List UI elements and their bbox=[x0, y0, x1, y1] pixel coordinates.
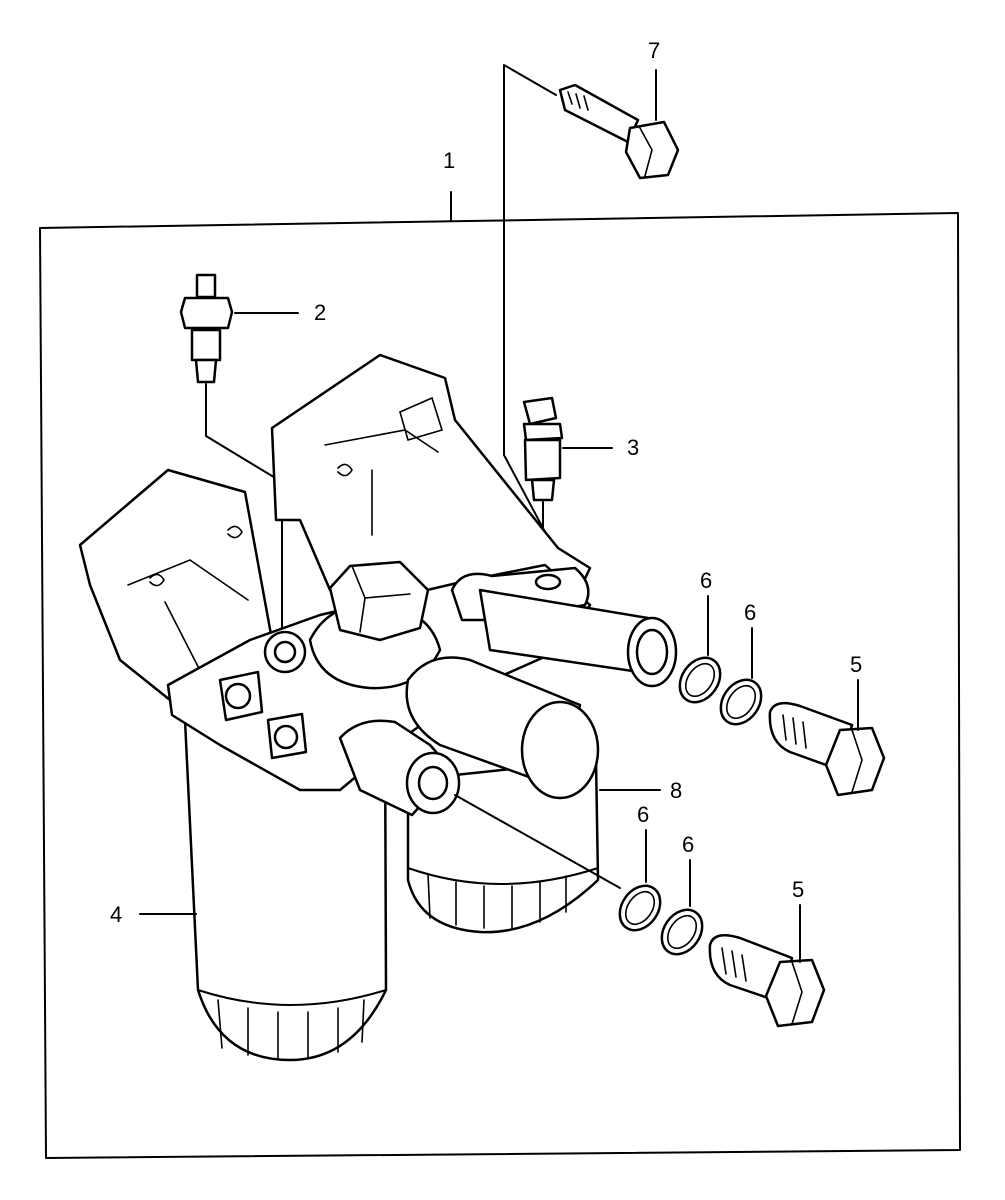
callout-6d: 6 bbox=[682, 832, 694, 857]
part-2-sensor bbox=[179, 273, 234, 384]
callout-3: 3 bbox=[627, 435, 639, 460]
part-6-washer-lower-2 bbox=[660, 908, 704, 956]
callout-6a: 6 bbox=[700, 568, 712, 593]
top-cap bbox=[308, 560, 442, 690]
callout-7: 7 bbox=[648, 38, 660, 63]
callout-6c: 6 bbox=[637, 802, 649, 827]
upper-outlet-tube bbox=[450, 566, 678, 688]
callout-4: 4 bbox=[110, 902, 122, 927]
leader-line-7-route bbox=[503, 64, 561, 561]
callout-5a: 5 bbox=[850, 652, 862, 677]
leader-line-2-route bbox=[205, 383, 283, 641]
part-3-bleeder bbox=[522, 396, 564, 502]
side-ports bbox=[218, 630, 308, 760]
part-6-washer-upper-2 bbox=[719, 678, 763, 726]
lower-inlet-tube bbox=[338, 719, 461, 817]
callout-8: 8 bbox=[670, 778, 682, 803]
part-5-banjo-bolt-upper bbox=[768, 701, 886, 797]
leader-line-lower bbox=[454, 794, 621, 889]
part-4-filter-cartridge bbox=[183, 718, 388, 1062]
part-8-filter-cartridge bbox=[406, 758, 600, 934]
assembly-frame bbox=[39, 212, 961, 1159]
center-outlet-tube bbox=[405, 656, 600, 800]
part-7-bolt bbox=[558, 83, 680, 180]
part-6-washer-lower-1 bbox=[618, 884, 662, 932]
callout-6b: 6 bbox=[744, 600, 756, 625]
callout-2: 2 bbox=[314, 300, 326, 325]
callout-1: 1 bbox=[443, 148, 455, 173]
part-5-banjo-bolt-lower bbox=[708, 933, 826, 1028]
part-6-washer-upper-1 bbox=[678, 656, 722, 704]
callout-5b: 5 bbox=[792, 877, 804, 902]
